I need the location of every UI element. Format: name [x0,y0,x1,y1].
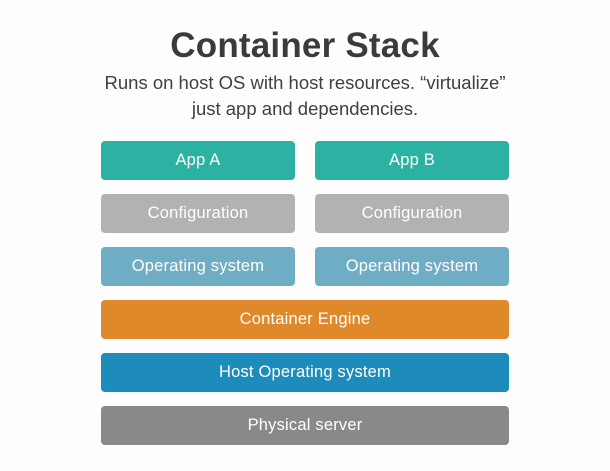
operating-system-row: Operating system Operating system [101,247,509,286]
configuration-row: Configuration Configuration [101,194,509,233]
host-operating-system-row: Host Operating system [101,353,509,392]
operating-system-right-box: Operating system [315,247,509,286]
app-row: App A App B [101,141,509,180]
container-engine-box: Container Engine [101,300,509,339]
configuration-left-box: Configuration [101,194,295,233]
physical-server-box: Physical server [101,406,509,445]
app-a-box: App A [101,141,295,180]
physical-server-row: Physical server [101,406,509,445]
host-operating-system-box: Host Operating system [101,353,509,392]
page-subtitle: Runs on host OS with host resources. “vi… [0,70,610,122]
subtitle-line-1: Runs on host OS with host resources. “vi… [104,72,506,93]
configuration-right-box: Configuration [315,194,509,233]
app-b-box: App B [315,141,509,180]
operating-system-left-box: Operating system [101,247,295,286]
subtitle-line-2: just app and dependencies. [191,98,419,119]
page-title: Container Stack [170,26,440,65]
container-engine-row: Container Engine [101,300,509,339]
stack-diagram: App A App B Configuration Configuration … [101,141,509,445]
